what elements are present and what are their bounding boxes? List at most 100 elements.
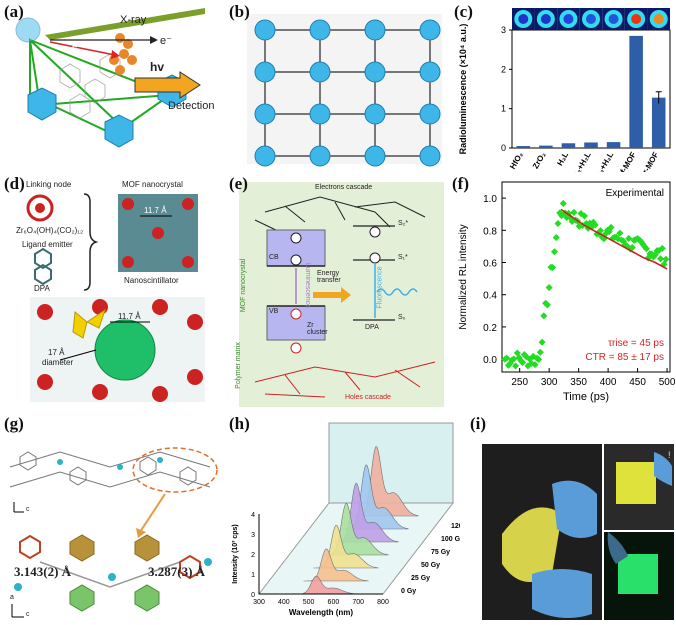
flexible-film-photo [482, 444, 602, 620]
cb-label: CB [269, 254, 279, 261]
panel-label-g: (g) [4, 414, 24, 433]
series-label: 0 Gy [401, 588, 416, 595]
diameter-word: diameter [42, 358, 74, 367]
dpa-label-e: DPA [365, 324, 379, 331]
zr-cluster-node [364, 145, 386, 167]
dpa-label: DPA [34, 284, 50, 293]
x-tick-label: 300 [541, 377, 558, 388]
xray-label: X-ray [120, 14, 147, 26]
metal-centers [57, 457, 163, 470]
linking-node-icon [26, 194, 54, 222]
zr-cluster-node [254, 19, 276, 41]
electrons-cascade-label: Electrons cascade [315, 184, 373, 191]
holes-cascade-label: Holes cascade [345, 394, 391, 401]
plot-frame [511, 29, 671, 149]
xray-beam [45, 8, 205, 40]
linking-node-label: Linking node [26, 180, 72, 189]
back-wall [328, 422, 454, 504]
zr-cluster-node [364, 61, 386, 83]
zr-cluster-node [309, 19, 331, 41]
data-point [536, 348, 544, 356]
zr-cluster-node [309, 61, 331, 83]
y-tick-label: 4 [251, 512, 255, 519]
zr-cluster-node [364, 103, 386, 125]
s2-label: S₂* [398, 220, 409, 227]
zr-cluster-node [309, 103, 331, 125]
electron-label: e⁻ [160, 35, 172, 47]
x-tick-label: 500 [659, 377, 676, 388]
data-point [538, 338, 546, 346]
colormap-spot-core [608, 14, 619, 24]
ligand-emitter-label: Ligand emitter [22, 240, 73, 249]
vb-label: VB [269, 308, 279, 315]
y-tick-label: 0.8 [483, 226, 497, 237]
diameter-value: 17 Å [48, 348, 65, 357]
annotation-ctr: CTR = 85 ± 17 ps [585, 352, 664, 363]
mof-nanocrystal-label-e: MOF nanocrystal [240, 258, 248, 313]
data-point [559, 199, 567, 207]
axis-a-label-bottom: a [10, 594, 14, 601]
crystal-packing-illustration [9, 447, 218, 618]
y-tick-label: 2 [251, 552, 255, 559]
highlight-ellipse [132, 447, 218, 493]
series-label: 126 Gy [451, 523, 460, 530]
zr-cluster-node [364, 19, 386, 41]
contact-distance-2: 3.287(3) Å [148, 564, 206, 579]
zoom-arrow [139, 493, 166, 533]
plot-frame [501, 181, 671, 373]
mof-nanocrystal-block [118, 194, 198, 272]
data-point [510, 355, 518, 363]
polymer-matrix-label: Polymer matrix [234, 342, 242, 389]
bar-Zr-MOF [651, 97, 666, 148]
dpa-molecule-icon [34, 247, 52, 286]
data-point [519, 359, 527, 367]
x-tick-label: Hf-MOF [616, 150, 638, 172]
hole-cascade-lines [254, 361, 436, 398]
panel-a-illustration [15, 8, 205, 148]
axis-indicator-bottom [11, 604, 24, 618]
series-label: 75 Gy [431, 549, 450, 556]
series-label: 100 Gy [441, 536, 460, 543]
data-point [657, 255, 665, 263]
panel-label-h: (h) [229, 414, 250, 433]
pore-lattice [30, 297, 205, 402]
bar-H₂L [561, 143, 576, 148]
zr-cluster-node [419, 103, 441, 125]
zr-cluster-node [419, 19, 441, 41]
energy-transfer-arrow [313, 287, 351, 303]
gloved-hand-upper [552, 480, 597, 538]
fluorescence-wave [376, 288, 418, 296]
x-tick-label: 400 [278, 599, 290, 606]
annotation-rise-time: τrise = 45 ps [608, 338, 664, 349]
x-tick-label: 800 [377, 599, 389, 606]
colormap-spot-core [631, 14, 642, 24]
panel-d-illustration [26, 193, 205, 402]
data-point [503, 354, 511, 362]
y-axis-label: Intensity (10³ cps) [232, 524, 239, 584]
bar-Hf-MOF [629, 35, 643, 148]
y-tick-label: 3 [251, 532, 255, 539]
fit-curve [560, 208, 668, 270]
cluster-formula: Zr₆O₄(OH)₄(CO₂)₁₂ [16, 226, 84, 235]
s0-label: S₀ [398, 314, 406, 321]
bar-HfO₂+H₂L [584, 142, 598, 148]
series-label: 25 Gy [411, 575, 430, 582]
x-tick-label: 700 [352, 599, 364, 606]
emission-arrow [134, 71, 201, 99]
panel-e: (e) Electrons cascade CB VB MOF nanocrys… [225, 172, 450, 412]
distance-label-1: 11.7 Å [144, 206, 167, 215]
y-axis-label: Radioluminescence (×10⁴ a.u.) [458, 24, 468, 155]
chart-title: Experimental [606, 188, 664, 199]
panel-label-a: (a) [4, 2, 24, 21]
panel-label-f: (f) [452, 174, 469, 193]
bar-ZrO₂ [539, 145, 553, 148]
bar-HfO₂ [516, 146, 531, 148]
brace [83, 193, 99, 291]
packing-chains [9, 451, 211, 488]
x-tick-label: HfO₂ [508, 150, 525, 171]
x-tick-label: 600 [328, 599, 340, 606]
x-tick-label: ZrO₂ [531, 150, 548, 170]
